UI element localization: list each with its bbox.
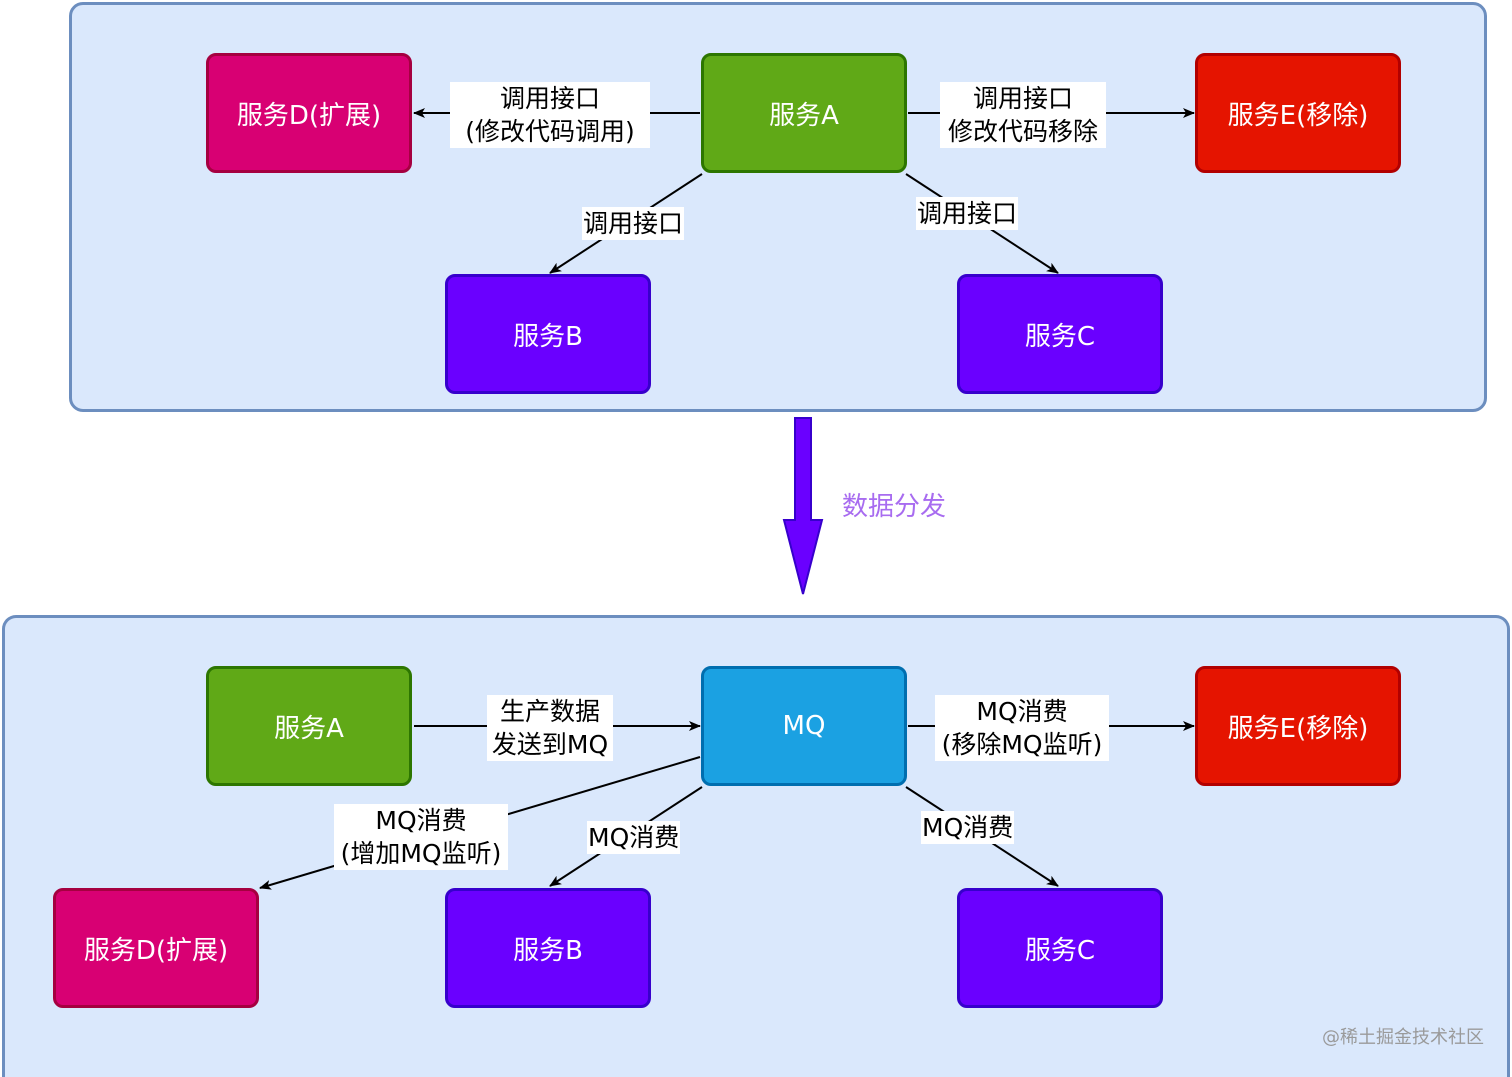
bottom-mq-node[interactable]: MQ [701,666,907,786]
bottom-service-d-node[interactable]: 服务D(扩展) [53,888,259,1008]
top-service-b-node[interactable]: 服务B [445,274,651,394]
top-service-e-node[interactable]: 服务E(移除) [1195,53,1401,173]
distribution-arrow [782,417,824,595]
edge-label-top-a-d: 调用接口 (修改代码调用) [450,82,650,148]
edge-label-top-a-e: 调用接口 修改代码移除 [940,82,1106,148]
bottom-service-e-node[interactable]: 服务E(移除) [1195,666,1401,786]
bottom-service-b-node[interactable]: 服务B [445,888,651,1008]
top-service-d-node[interactable]: 服务D(扩展) [206,53,412,173]
top-service-a-node[interactable]: 服务A [701,53,907,173]
watermark: @稀土掘金技术社区 [1322,1027,1484,1048]
edge-label-bottom-mq-c: MQ消费 [921,811,1015,844]
edge-label-bottom-mq-d: MQ消费 (增加MQ监听) [334,804,508,870]
edge-label-bottom-mq-e: MQ消费 (移除MQ监听) [935,695,1109,761]
top-service-c-node[interactable]: 服务C [957,274,1163,394]
bottom-service-c-node[interactable]: 服务C [957,888,1163,1008]
edge-label-top-a-b: 调用接口 [582,207,685,240]
edge-label-top-a-c: 调用接口 [916,197,1019,230]
edge-label-bottom-a-mq: 生产数据 发送到MQ [487,695,613,761]
edge-label-bottom-mq-b: MQ消费 [587,821,681,854]
bottom-service-a-node[interactable]: 服务A [206,666,412,786]
distribution-label: 数据分发 [842,492,947,522]
